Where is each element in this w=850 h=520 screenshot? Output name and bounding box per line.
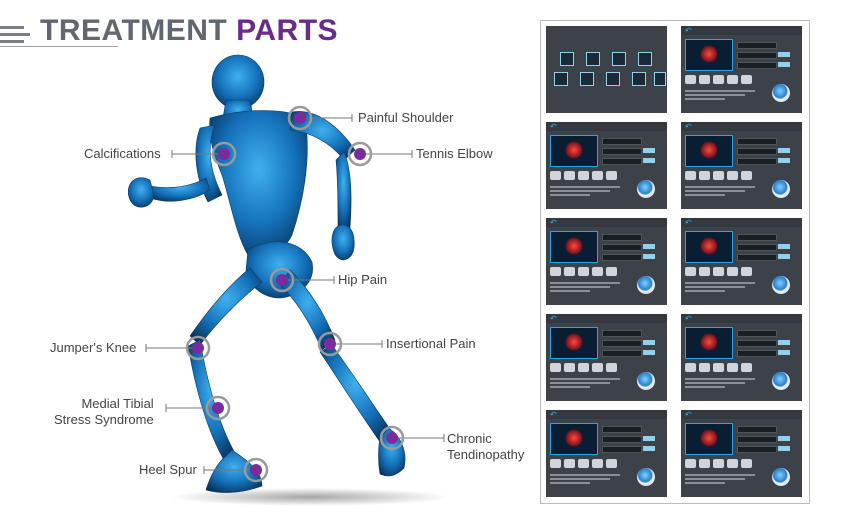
label-heel-spur: Heel Spur bbox=[139, 462, 197, 477]
label-hip-pain: Hip Pain bbox=[338, 272, 388, 287]
label-medial-tibial: Medial Tibial Stress Syndrome bbox=[54, 396, 154, 427]
device-screen-home bbox=[546, 26, 667, 113]
title-underline bbox=[0, 46, 118, 47]
marker-heel-spur bbox=[243, 457, 269, 483]
device-screen-10: ↶ bbox=[681, 410, 802, 497]
device-screen-5: ↶ bbox=[546, 218, 667, 305]
label-calcifications: Calcifications bbox=[84, 146, 161, 161]
device-screen-7: ↶ bbox=[546, 314, 667, 401]
device-screen-2: ↶ bbox=[681, 26, 802, 113]
marker-hip-pain bbox=[269, 267, 295, 293]
marker-calcifications bbox=[211, 141, 237, 167]
marker-painful-shoulder bbox=[287, 105, 313, 131]
label-insertional-pain: Insertional Pain bbox=[386, 336, 476, 351]
device-screens-panel: ↶ ↶ ↶ ↶ ↶ ↶ ↶ ↶ ↶ bbox=[540, 20, 810, 504]
label-painful-shoulder: Painful Shoulder bbox=[358, 110, 454, 125]
marker-insertional-pain bbox=[317, 331, 343, 357]
title-part-2: PARTS bbox=[236, 14, 339, 47]
device-screen-8: ↶ bbox=[681, 314, 802, 401]
marker-tennis-elbow bbox=[347, 141, 373, 167]
device-screen-6: ↶ bbox=[681, 218, 802, 305]
marker-jumpers-knee bbox=[185, 335, 211, 361]
label-jumpers-knee: Jumper's Knee bbox=[50, 340, 137, 355]
device-screen-3: ↶ bbox=[546, 122, 667, 209]
marker-chronic-tendinopathy bbox=[379, 425, 405, 451]
label-chronic-tendinopathy: Chronic Tendinopathy bbox=[447, 431, 525, 462]
page-title: TREATMENT PARTS bbox=[40, 14, 338, 48]
runner-xray-figure bbox=[128, 54, 450, 506]
header-bars-icon bbox=[0, 24, 30, 44]
label-tennis-elbow: Tennis Elbow bbox=[416, 146, 493, 161]
device-screen-4: ↶ bbox=[681, 122, 802, 209]
title-part-1: TREATMENT bbox=[40, 14, 228, 47]
marker-medial-tibial bbox=[205, 395, 231, 421]
device-screen-9: ↶ bbox=[546, 410, 667, 497]
